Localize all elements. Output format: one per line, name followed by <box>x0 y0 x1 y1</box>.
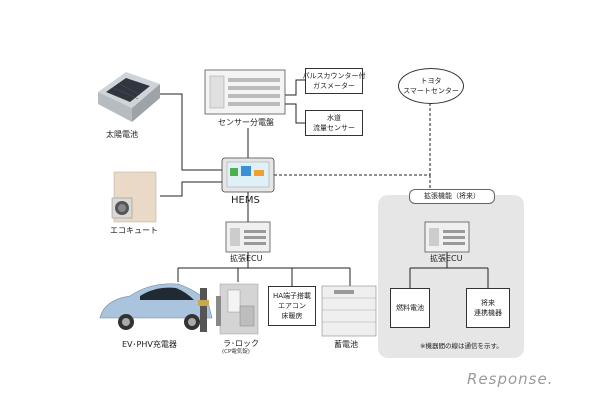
water-sensor-line-1: 水道 <box>327 114 341 122</box>
label-battery: 蓄電池 <box>334 340 358 349</box>
hems-monitor-image <box>221 157 275 193</box>
box-gas-meter: パルスカウンター付 ガスメーター <box>302 68 366 94</box>
box-future-device: 将来 連携機器 <box>466 288 510 328</box>
gas-meter-line-1: パルスカウンター付 <box>302 72 366 80</box>
ha-terminal-line-1: HA端子搭載 <box>272 292 312 300</box>
ecu-image <box>225 221 271 253</box>
label-ecu-future: 拡張ECU <box>430 254 463 263</box>
solar-panel-image <box>98 72 160 122</box>
line-panel-water <box>285 103 305 124</box>
ha-terminal-line-2: エアコン <box>278 302 306 310</box>
label-ev: EV･PHV充電器 <box>122 340 177 349</box>
battery-image <box>321 285 377 337</box>
cloud-line-2: スマートセンター <box>403 87 459 95</box>
gas-meter-line-2: ガスメーター <box>313 82 355 90</box>
label-ecocute: エコキュート <box>110 226 158 235</box>
lock-image <box>216 283 259 335</box>
sensor-panel-image <box>204 69 286 115</box>
box-ha-terminal: HA端子搭載 エアコン 床暖房 <box>268 286 316 326</box>
label-solar: 太陽電池 <box>106 130 138 139</box>
label-sensor-panel: センサー分電盤 <box>218 118 274 127</box>
cloud-line-1: トヨタ <box>420 77 442 85</box>
future-device-line-1: 将来 <box>481 299 495 307</box>
line-ecocute-hems <box>160 181 222 197</box>
line-panel-gas <box>285 79 305 96</box>
line-solar-hems <box>160 93 222 171</box>
comm-lines <box>160 79 489 288</box>
toyota-smart-center-cloud: トヨタ スマートセンター <box>398 68 464 104</box>
future-lines <box>274 102 431 189</box>
future-title: 拡張機能（将来） <box>409 189 495 204</box>
label-rock-sub: (CP電気錠) <box>222 349 250 355</box>
box-water-sensor: 水道 流量センサー <box>305 110 363 136</box>
label-rock: ラ･ロック <box>223 339 259 348</box>
watermark-logo: Response. <box>467 370 554 388</box>
ecocute-image <box>111 171 157 223</box>
ha-terminal-line-3: 床暖房 <box>281 312 303 320</box>
future-device-line-2: 連携機器 <box>474 309 502 317</box>
label-ecu-main: 拡張ECU <box>230 254 263 263</box>
fuel-cell-label: 燃料電池 <box>396 304 424 312</box>
label-note: ※機器間の線は通信を示す。 <box>420 342 503 350</box>
ecu-future-image <box>424 221 470 253</box>
water-sensor-line-2: 流量センサー <box>313 124 355 132</box>
ev-car-image <box>99 283 213 332</box>
box-fuel-cell: 燃料電池 <box>390 288 430 328</box>
label-hems: HEMS <box>231 195 260 206</box>
